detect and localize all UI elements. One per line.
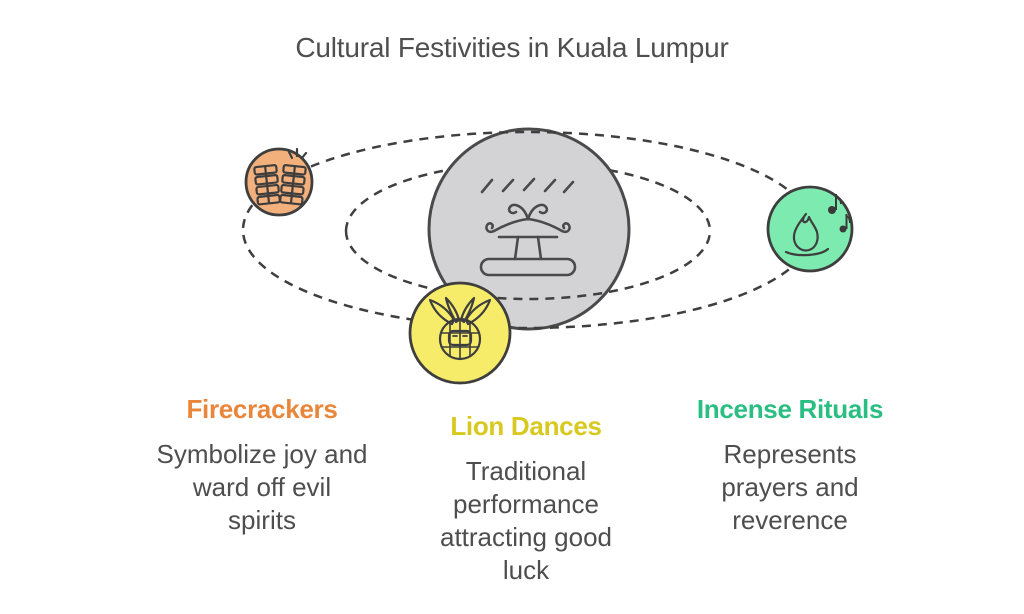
lion-dances-satellite — [408, 281, 512, 385]
spark-icon — [287, 147, 308, 160]
incense-rituals-satellite — [766, 185, 854, 273]
incense-burner-icon — [479, 177, 577, 277]
lion-dances-text-block: Lion Dances Traditional performance attr… — [396, 409, 656, 587]
firecrackers-heading: Firecrackers — [186, 394, 338, 424]
incense-rituals-text-block: Incense Rituals Represents prayers and r… — [660, 392, 920, 537]
music-notes-icon — [828, 194, 851, 233]
firecrackers-description: Symbolize joy and ward off evil spirits — [156, 439, 368, 535]
firecrackers-text-block: Firecrackers Symbolize joy and ward off … — [132, 392, 392, 537]
inner-orbit-ellipse — [344, 161, 712, 232]
flame-and-music-icon — [784, 194, 851, 257]
firecrackers-satellite — [244, 147, 314, 217]
incense-rituals-description: Represents prayers and reverence — [721, 439, 859, 535]
flame-icon — [784, 212, 830, 257]
center-circle — [427, 127, 631, 331]
lion-dances-heading: Lion Dances — [450, 411, 602, 441]
lion-dance-mask-icon — [428, 296, 492, 361]
smoke-marks-icon — [480, 177, 575, 194]
inner-orbit-ellipse-front — [344, 230, 712, 301]
page-title: Cultural Festivities in Kuala Lumpur — [295, 32, 729, 63]
incense-rituals-heading: Incense Rituals — [696, 394, 884, 424]
firecrackers-icon — [253, 147, 308, 206]
lion-dances-description: Traditional performance attracting good … — [439, 456, 612, 585]
